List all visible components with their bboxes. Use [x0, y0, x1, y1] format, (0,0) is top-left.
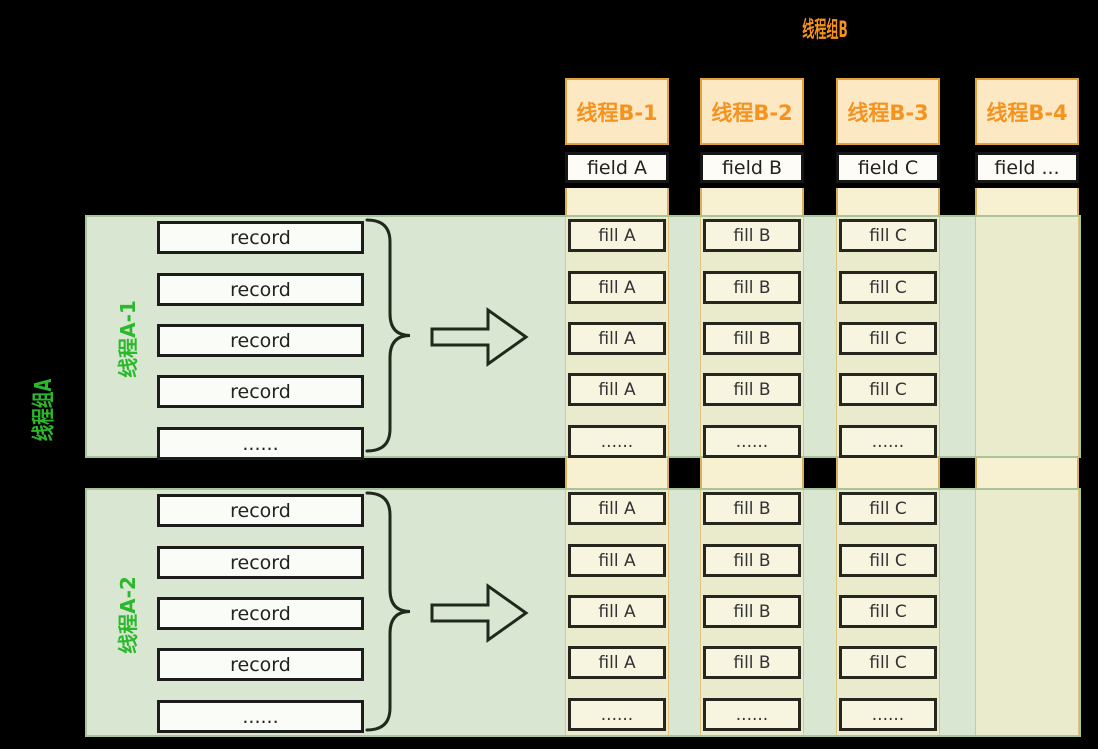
fill-box: ......: [839, 698, 937, 731]
fill-box: fill B: [703, 373, 801, 406]
fill-box: fill C: [839, 271, 937, 304]
record-box: record: [157, 648, 364, 681]
fill-box: ......: [703, 425, 801, 458]
fill-box: ......: [703, 698, 801, 731]
fill-box: fill B: [703, 544, 801, 577]
record-box: record: [157, 221, 364, 254]
record-box: record: [157, 324, 364, 357]
fill-box: fill A: [568, 219, 666, 252]
fill-box: fill C: [839, 373, 937, 406]
fill-box: fill C: [839, 492, 937, 525]
field-label-box: field B: [700, 152, 804, 183]
right-arrow-icon: [430, 306, 529, 367]
fill-box: fill A: [568, 492, 666, 525]
fill-box: fill C: [839, 544, 937, 577]
thread-group-a-title: 线程组A: [31, 378, 57, 442]
field-label-box: field ...: [975, 152, 1079, 183]
column-band-overlay: [975, 490, 1079, 735]
column-band-overlay: [975, 217, 1079, 456]
fill-box: fill A: [568, 544, 666, 577]
fill-box: fill B: [703, 492, 801, 525]
record-box: record: [157, 375, 364, 408]
thread-b-column-header: 线程B-3: [836, 78, 940, 145]
field-label-box: field A: [565, 152, 669, 183]
fill-box: fill B: [703, 322, 801, 355]
grouping-brace: [365, 218, 411, 453]
field-label-box: field C: [836, 152, 940, 183]
grouping-brace: [365, 491, 411, 732]
fill-box: fill C: [839, 322, 937, 355]
record-box: record: [157, 546, 364, 579]
fill-box: fill A: [568, 271, 666, 304]
fill-box: fill B: [703, 595, 801, 628]
fill-box: fill A: [568, 595, 666, 628]
fill-box: fill B: [703, 646, 801, 679]
fill-box: ......: [568, 425, 666, 458]
thread-b-column-header: 线程B-2: [700, 78, 804, 145]
record-box: ......: [157, 700, 364, 733]
record-box: record: [157, 273, 364, 306]
fill-box: fill C: [839, 595, 937, 628]
record-box: ......: [157, 427, 364, 460]
fill-box: fill A: [568, 322, 666, 355]
record-box: record: [157, 494, 364, 527]
fill-box: fill B: [703, 271, 801, 304]
thread-a-band-label: 线程A-1: [116, 299, 140, 378]
fill-box: fill B: [703, 219, 801, 252]
fill-box: ......: [839, 425, 937, 458]
thread-group-b-title: 线程组B: [802, 18, 848, 43]
thread-b-column-header: 线程B-1: [565, 78, 669, 145]
fill-box: ......: [568, 698, 666, 731]
fill-box: fill A: [568, 646, 666, 679]
thread-b-column-header: 线程B-4: [975, 78, 1079, 145]
fill-box: fill A: [568, 373, 666, 406]
fill-box: fill C: [839, 646, 937, 679]
record-box: record: [157, 597, 364, 630]
fill-box: fill C: [839, 219, 937, 252]
right-arrow-icon: [430, 582, 529, 643]
thread-a-band-label: 线程A-2: [116, 575, 140, 654]
